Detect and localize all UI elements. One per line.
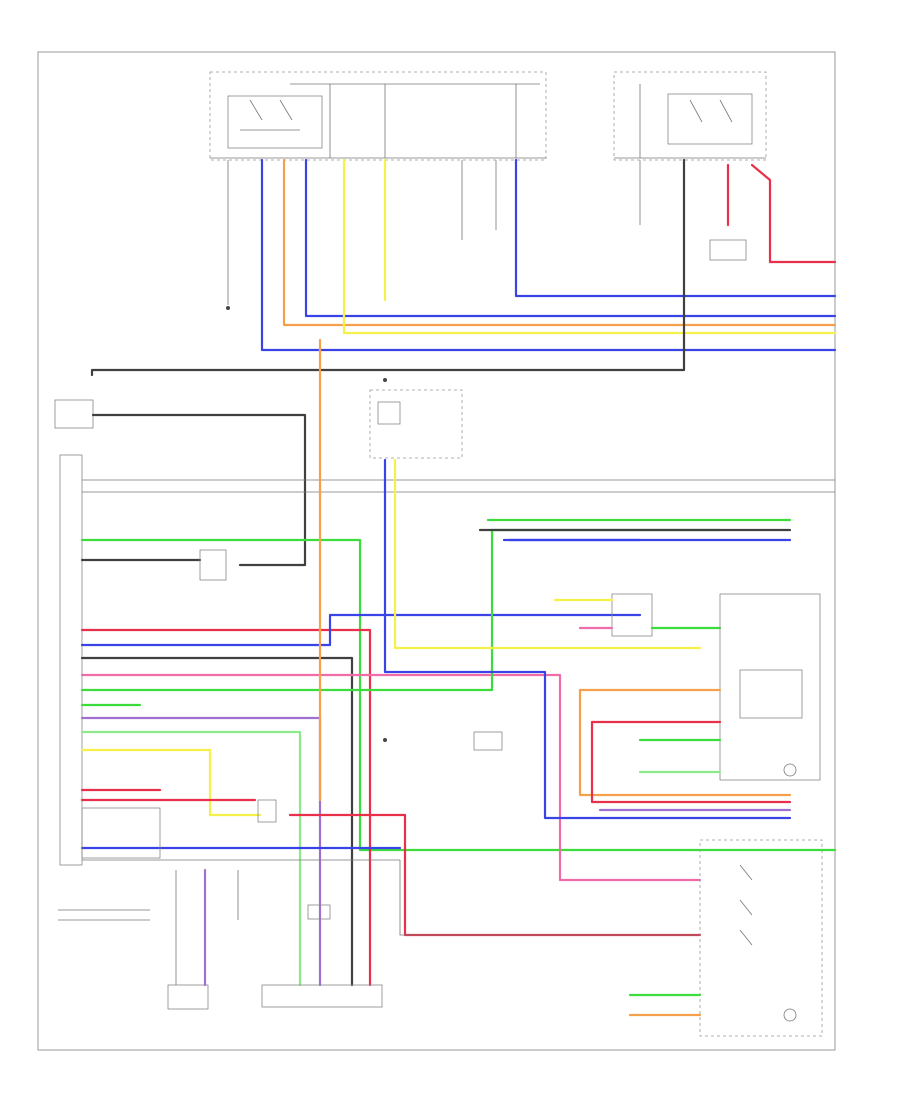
- wire-purple-1: [80, 716, 322, 987]
- wire-black-1: [90, 158, 686, 377]
- relay-left: [227, 95, 323, 149]
- module-bottom-right: [699, 839, 823, 1037]
- relay-mid: [199, 549, 227, 581]
- relay-right-lower: [739, 669, 803, 719]
- module-bottom-right-switches: [739, 864, 753, 946]
- ground-point-1: [226, 306, 230, 310]
- diagram-frame: [37, 51, 836, 1051]
- wire-black-2: [91, 413, 307, 567]
- relay-right: [667, 93, 753, 145]
- ground-point-2: [383, 738, 387, 742]
- wire-orange-4: [578, 688, 792, 797]
- wire-blue-2: [304, 158, 837, 318]
- wire-yellow-1: [342, 158, 837, 335]
- connector-bottom-mid: [261, 984, 383, 1008]
- relay-left-contacts: [240, 99, 300, 131]
- connector-top-right: [709, 239, 747, 261]
- junction-block-right: [613, 71, 767, 161]
- wire-red-3: [80, 628, 372, 987]
- wire-red-8: [590, 720, 792, 804]
- wire-yellow-4: [393, 458, 702, 650]
- wire-gray-4: [399, 860, 700, 936]
- wire-black-4: [80, 656, 354, 987]
- sensor-bottom-mid: [307, 904, 331, 920]
- wire-blue-4: [80, 613, 642, 647]
- motor-bottom-right: [783, 1008, 797, 1022]
- ecu-left-lower-block: [81, 807, 161, 859]
- junction-block-left: [209, 71, 547, 161]
- wire-yellow-3: [80, 748, 262, 817]
- module-right-large: [719, 593, 821, 781]
- wire-ltgreen-1: [80, 730, 302, 987]
- wire-blue-3: [514, 158, 837, 298]
- component-bottom-left: [167, 984, 209, 1010]
- connector-mid-left: [257, 799, 277, 823]
- ground-point-3: [383, 378, 387, 382]
- sensor-mid: [377, 401, 401, 425]
- relay-right-contacts: [689, 99, 733, 123]
- connector-mid-right: [473, 731, 503, 751]
- wire-blue-6: [383, 458, 792, 820]
- ecu-left-connector: [59, 454, 83, 866]
- wire-green-2: [80, 528, 722, 692]
- wire-blue-1: [260, 158, 837, 352]
- motor-right-lower: [783, 763, 797, 777]
- sensor-box-mid: [369, 389, 463, 459]
- wire-orange-1: [282, 158, 837, 327]
- wire-red-1: [750, 163, 837, 264]
- switch-right-upper: [611, 593, 653, 637]
- wire-green-1: [80, 538, 837, 852]
- ecu-left-module: [54, 399, 94, 429]
